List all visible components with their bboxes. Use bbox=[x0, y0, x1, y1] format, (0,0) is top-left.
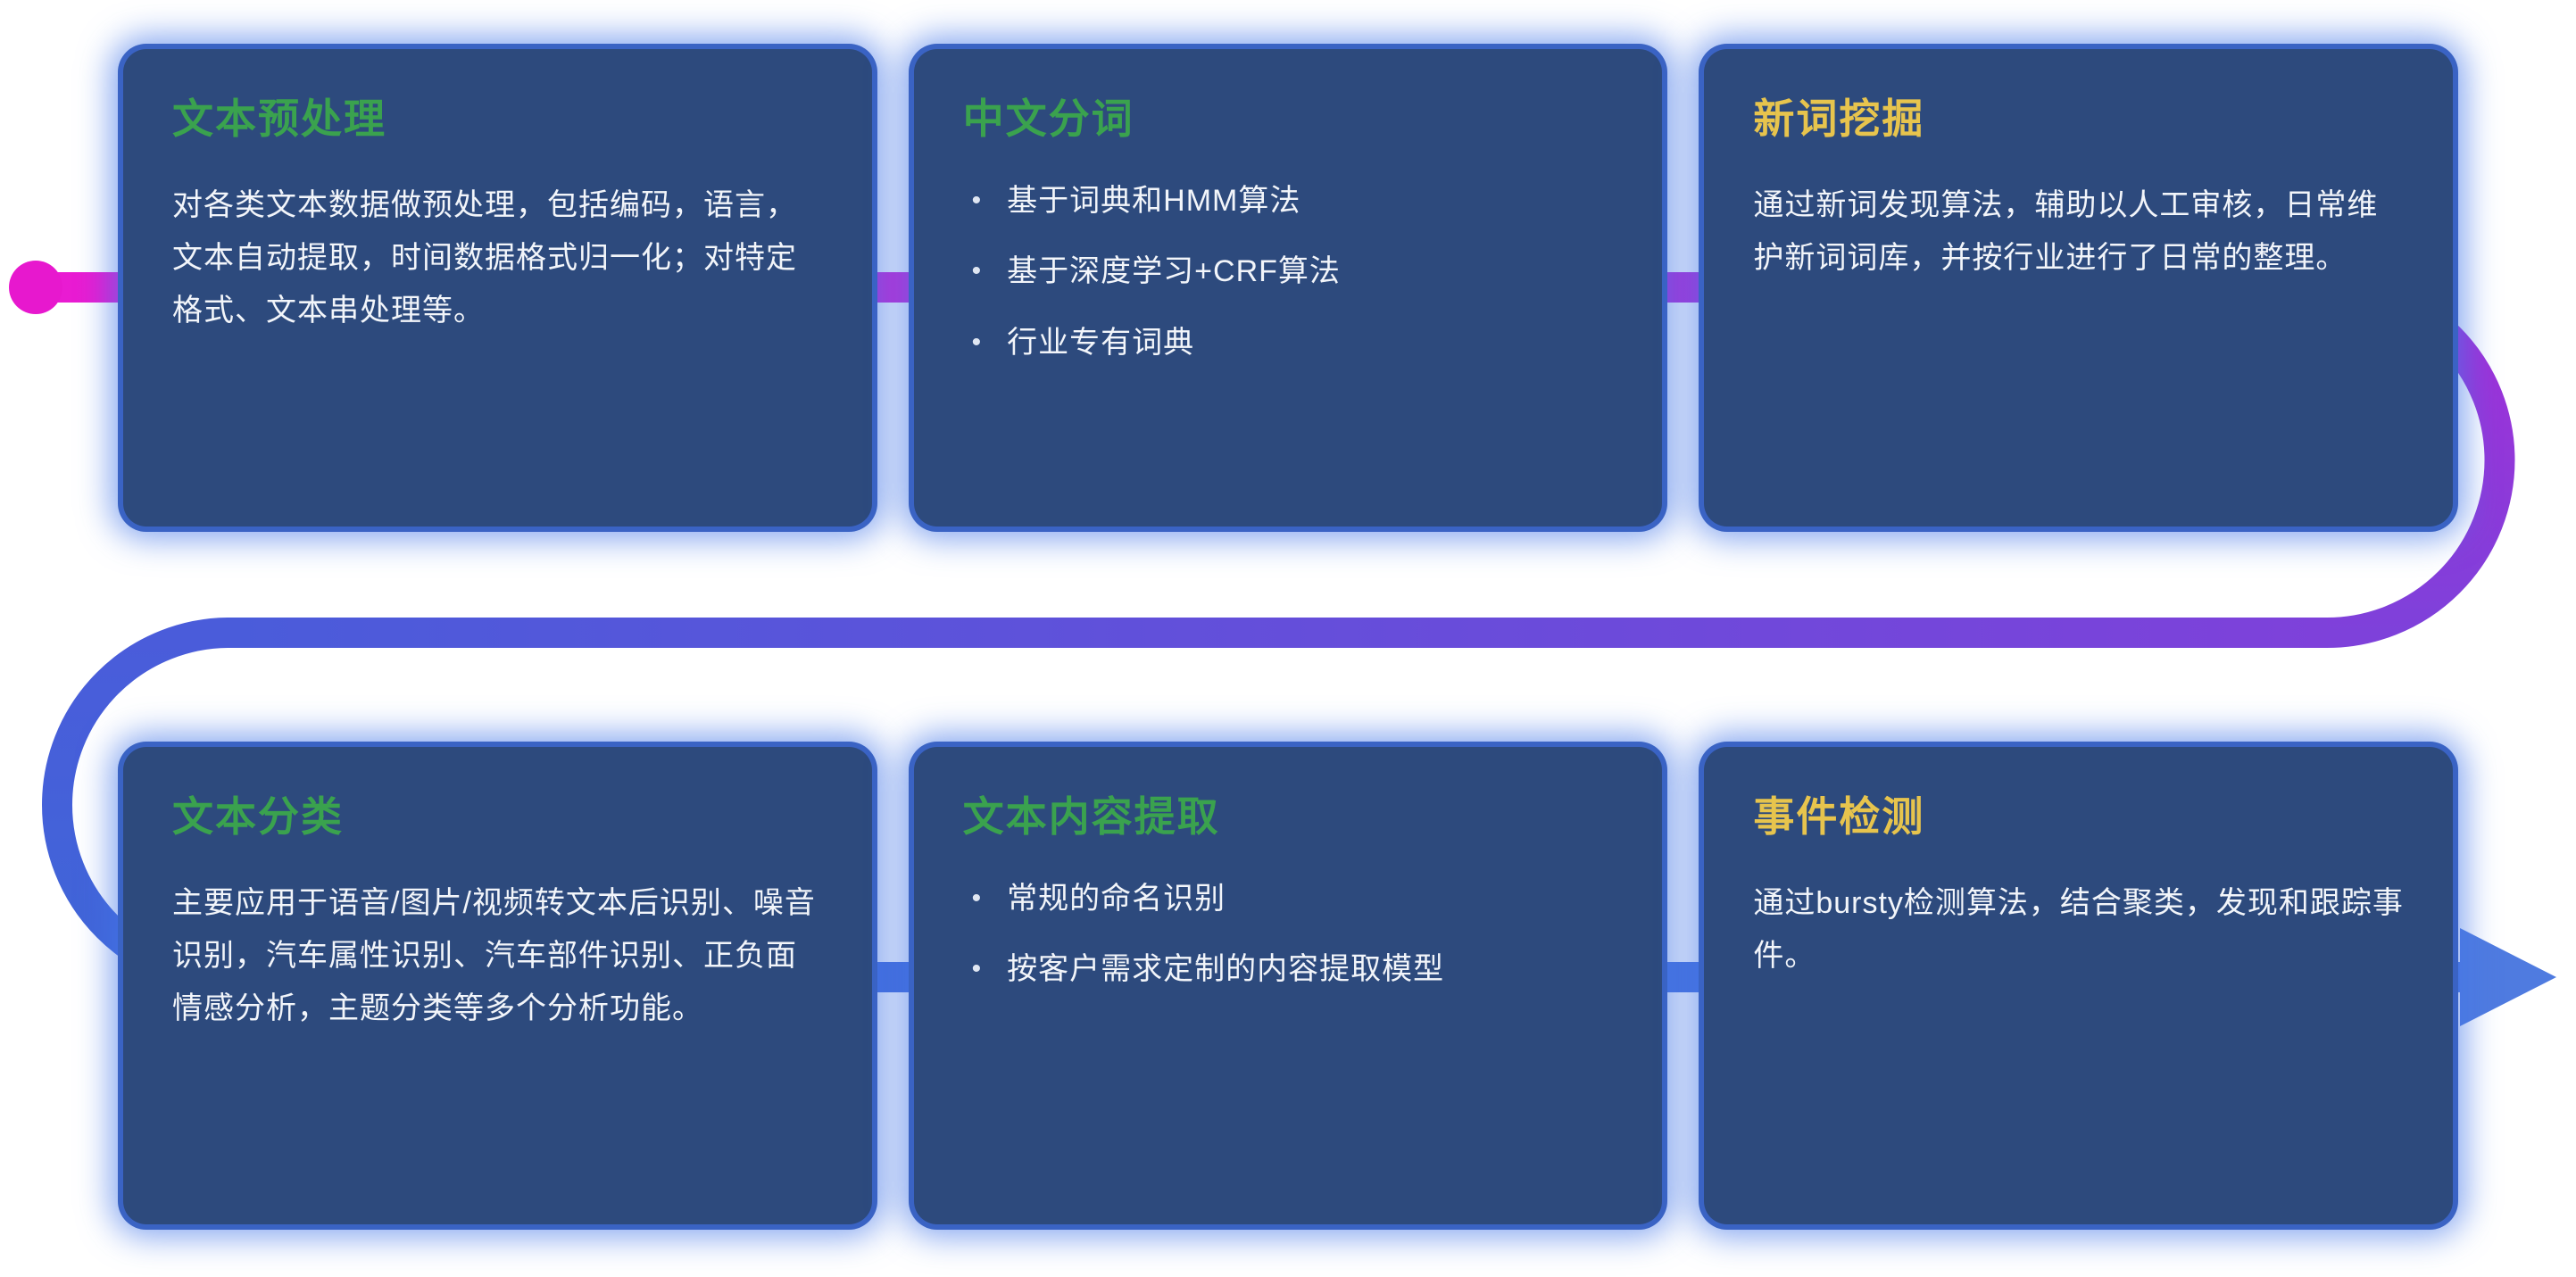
bullet-item: 基于深度学习+CRF算法 bbox=[972, 250, 1614, 294]
card-text-content-extraction: 文本内容提取 常规的命名识别 按客户需求定制的内容提取模型 bbox=[913, 747, 1663, 1224]
card-event-detection: 事件检测 通过bursty检测算法，结合聚类，发现和跟踪事件。 bbox=[1704, 747, 2453, 1224]
card-title: 文本内容提取 bbox=[962, 793, 1220, 840]
card-body-text: 对各类文本数据做预处理，包括编码，语言，文本自动提取，时间数据格式归一化；对特定… bbox=[172, 188, 797, 328]
card-new-word-mining: 新词挖掘 通过新词发现算法，辅助以人工审核，日常维护新词词库，并按行业进行了日常… bbox=[1704, 49, 2453, 527]
card-row-bottom: 文本分类 主要应用于语音/图片/视频转文本后识别、噪音识别，汽车属性识别、汽车部… bbox=[123, 747, 2453, 1224]
card-body-text: 通过bursty检测算法，结合聚类，发现和跟踪事件。 bbox=[1753, 886, 2404, 974]
bullet-item: 按客户需求定制的内容提取模型 bbox=[972, 948, 1614, 991]
card-bullet-list: 常规的命名识别 按客户需求定制的内容提取模型 bbox=[963, 877, 1614, 992]
card-chinese-word-segmentation: 中文分词 基于词典和HMM算法 基于深度学习+CRF算法 行业专有词典 bbox=[913, 49, 1663, 527]
card-row-top: 文本预处理 对各类文本数据做预处理，包括编码，语言，文本自动提取，时间数据格式归… bbox=[123, 49, 2453, 527]
card-title: 文本分类 bbox=[172, 793, 344, 840]
flow-start-dot bbox=[9, 261, 62, 314]
card-body-text: 主要应用于语音/图片/视频转文本后识别、噪音识别，汽车属性识别、汽车部件识别、正… bbox=[172, 886, 816, 1026]
card-title: 文本预处理 bbox=[172, 95, 386, 142]
flow-arrow-icon bbox=[2460, 928, 2556, 1026]
bullet-item: 常规的命名识别 bbox=[972, 877, 1614, 921]
card-text-classification: 文本分类 主要应用于语音/图片/视频转文本后识别、噪音识别，汽车属性识别、汽车部… bbox=[123, 747, 872, 1224]
bullet-item: 行业专有词典 bbox=[972, 321, 1614, 365]
card-bullet-list: 基于词典和HMM算法 基于深度学习+CRF算法 行业专有词典 bbox=[963, 179, 1614, 365]
card-title: 事件检测 bbox=[1753, 793, 1925, 840]
bullet-item: 基于词典和HMM算法 bbox=[972, 179, 1614, 223]
card-title: 中文分词 bbox=[962, 95, 1134, 142]
card-title: 新词挖掘 bbox=[1753, 95, 1925, 142]
card-body-text: 通过新词发现算法，辅助以人工审核，日常维护新词词库，并按行业进行了日常的整理。 bbox=[1753, 188, 2379, 276]
card-text-preprocessing: 文本预处理 对各类文本数据做预处理，包括编码，语言，文本自动提取，时间数据格式归… bbox=[123, 49, 872, 527]
